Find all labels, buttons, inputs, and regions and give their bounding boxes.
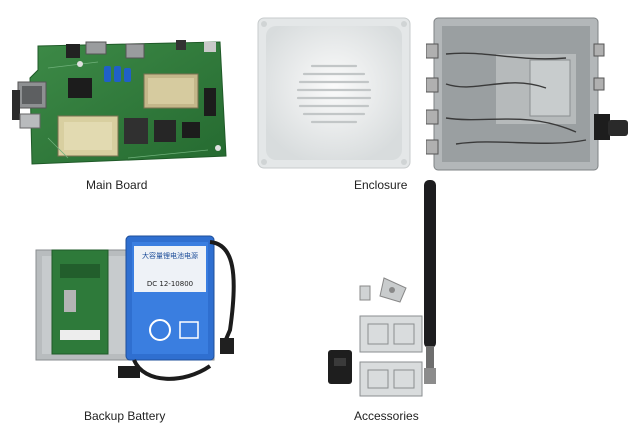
- backup-battery-image: 大容量锂电池电源 DC 12-10800: [35, 235, 236, 381]
- accessories-caption: Accessories: [354, 409, 419, 423]
- enclosure-front-image: [257, 17, 411, 169]
- battery-label-title: 大容量锂电池电源: [142, 251, 198, 260]
- battery-label-voltage: DC 12-10800: [147, 280, 193, 288]
- enclosure-open-image: [426, 17, 628, 171]
- backup-battery-caption: Backup Battery: [84, 409, 166, 423]
- main-board-image: [12, 40, 227, 165]
- accessories-image: [328, 180, 436, 397]
- main-board-caption: Main Board: [86, 178, 148, 192]
- enclosure-caption: Enclosure: [354, 178, 408, 192]
